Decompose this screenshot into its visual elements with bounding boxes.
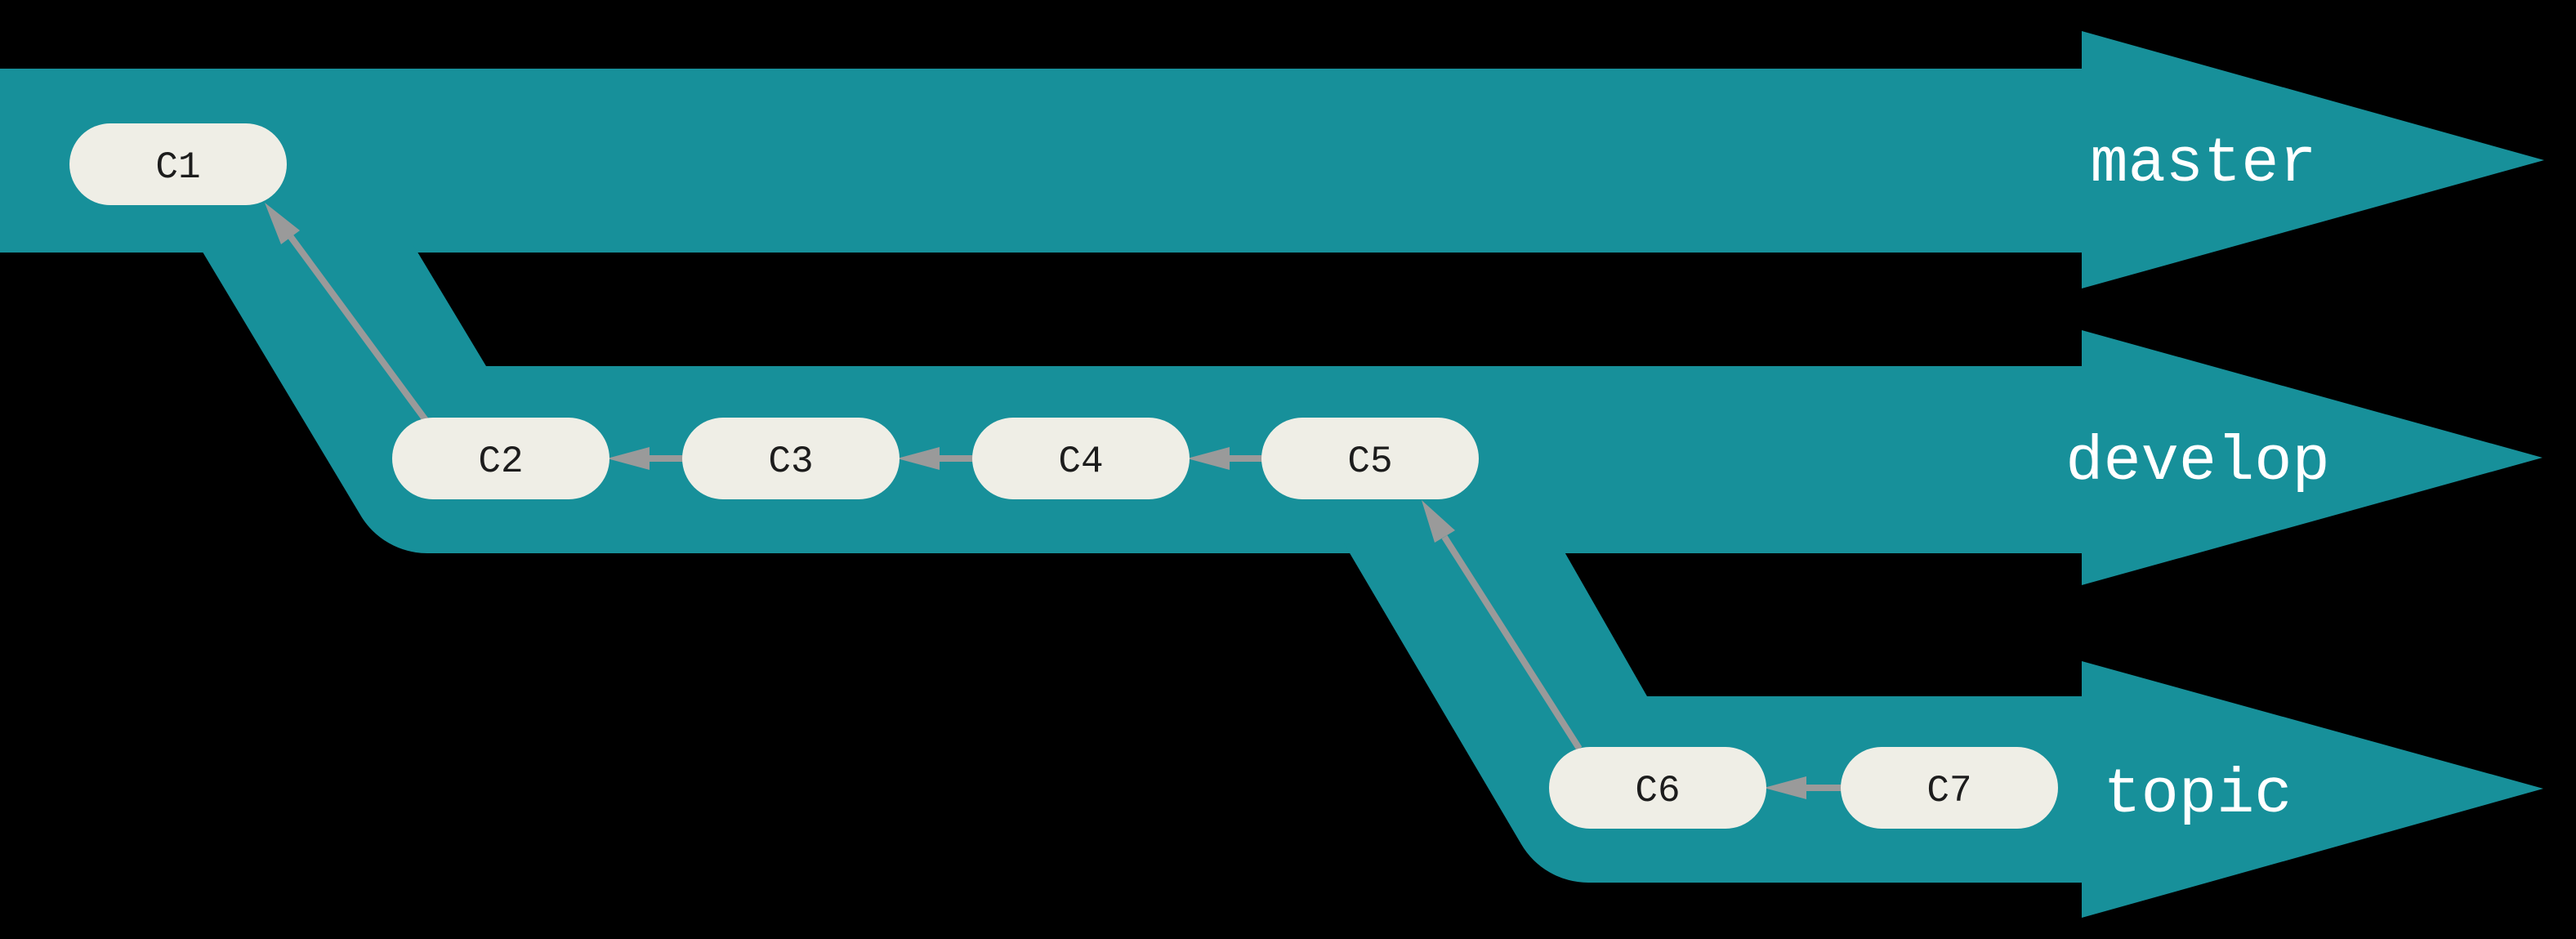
- svg-text:topic: topic: [2103, 760, 2292, 831]
- svg-text:master: master: [2090, 129, 2316, 200]
- svg-text:C3: C3: [768, 440, 813, 483]
- svg-text:C5: C5: [1347, 440, 1392, 483]
- svg-text:C6: C6: [1635, 770, 1680, 812]
- svg-text:C4: C4: [1058, 440, 1103, 483]
- svg-text:develop: develop: [2065, 427, 2329, 499]
- svg-text:C7: C7: [1926, 770, 1971, 812]
- svg-text:C2: C2: [478, 440, 523, 483]
- svg-text:C1: C1: [155, 146, 200, 189]
